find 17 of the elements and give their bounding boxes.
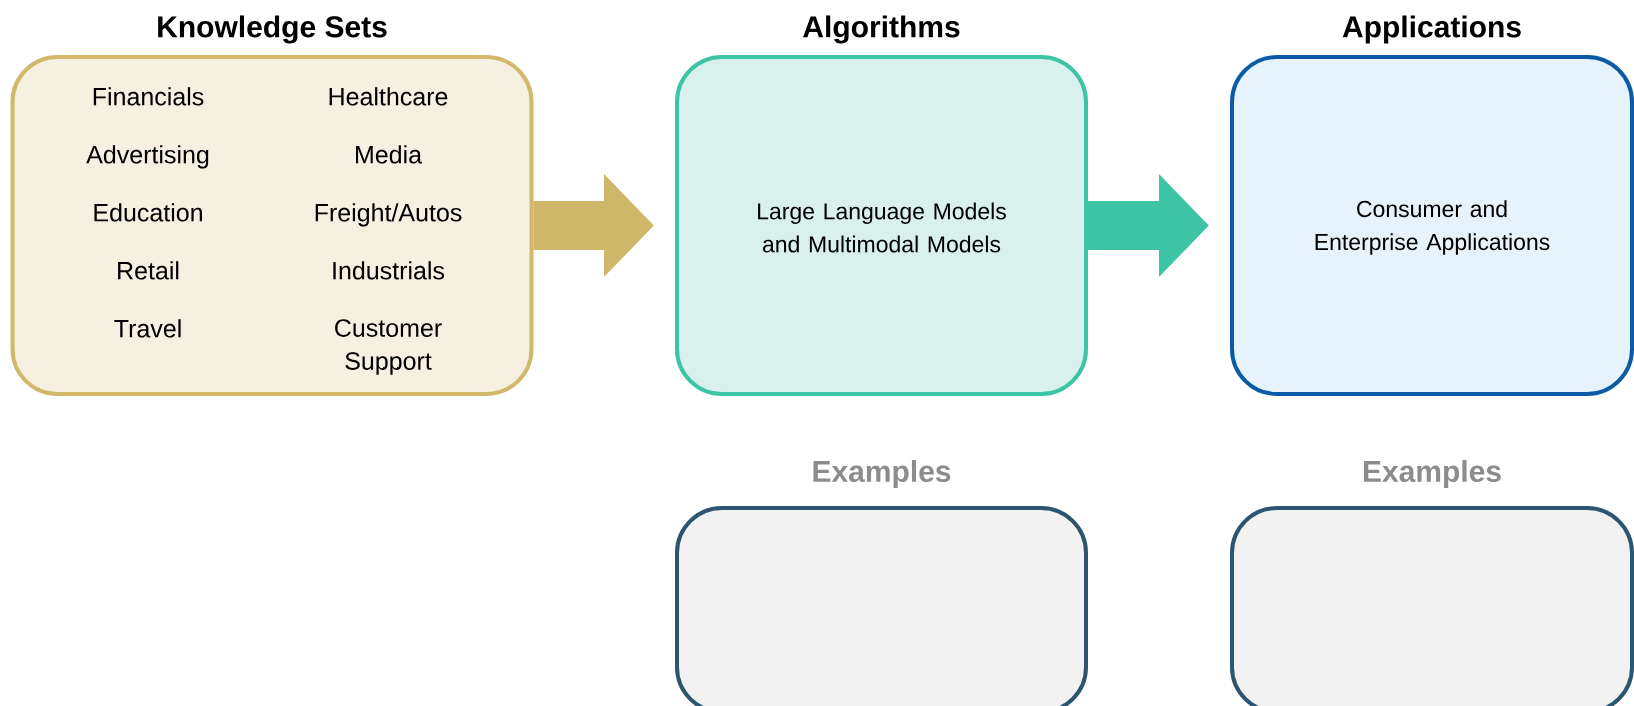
heading: Examples — [1363, 460, 1501, 488]
heading: Applications — [1342, 15, 1521, 44]
heading: Examples — [813, 460, 951, 488]
item-label: Media — [356, 145, 423, 164]
item-label: Industrials — [333, 261, 445, 280]
heading: Knowledge Sets — [158, 15, 387, 44]
item-label: Education — [94, 203, 202, 222]
item-label: Retail — [118, 261, 179, 280]
item-label: Financials — [93, 87, 204, 106]
box-text: Large Language Models and Multimodal Models — [758, 202, 1006, 253]
box-text: Consumer and Enterprise Applications — [1315, 200, 1550, 255]
item-label: Advertising — [86, 145, 209, 169]
item-label: Healthcare — [329, 87, 448, 106]
item-label: Travel — [114, 319, 181, 338]
item-label: Customer Support — [335, 319, 442, 375]
item-label: Freight/Autos — [315, 203, 462, 227]
heading: Algorithms — [803, 15, 960, 44]
